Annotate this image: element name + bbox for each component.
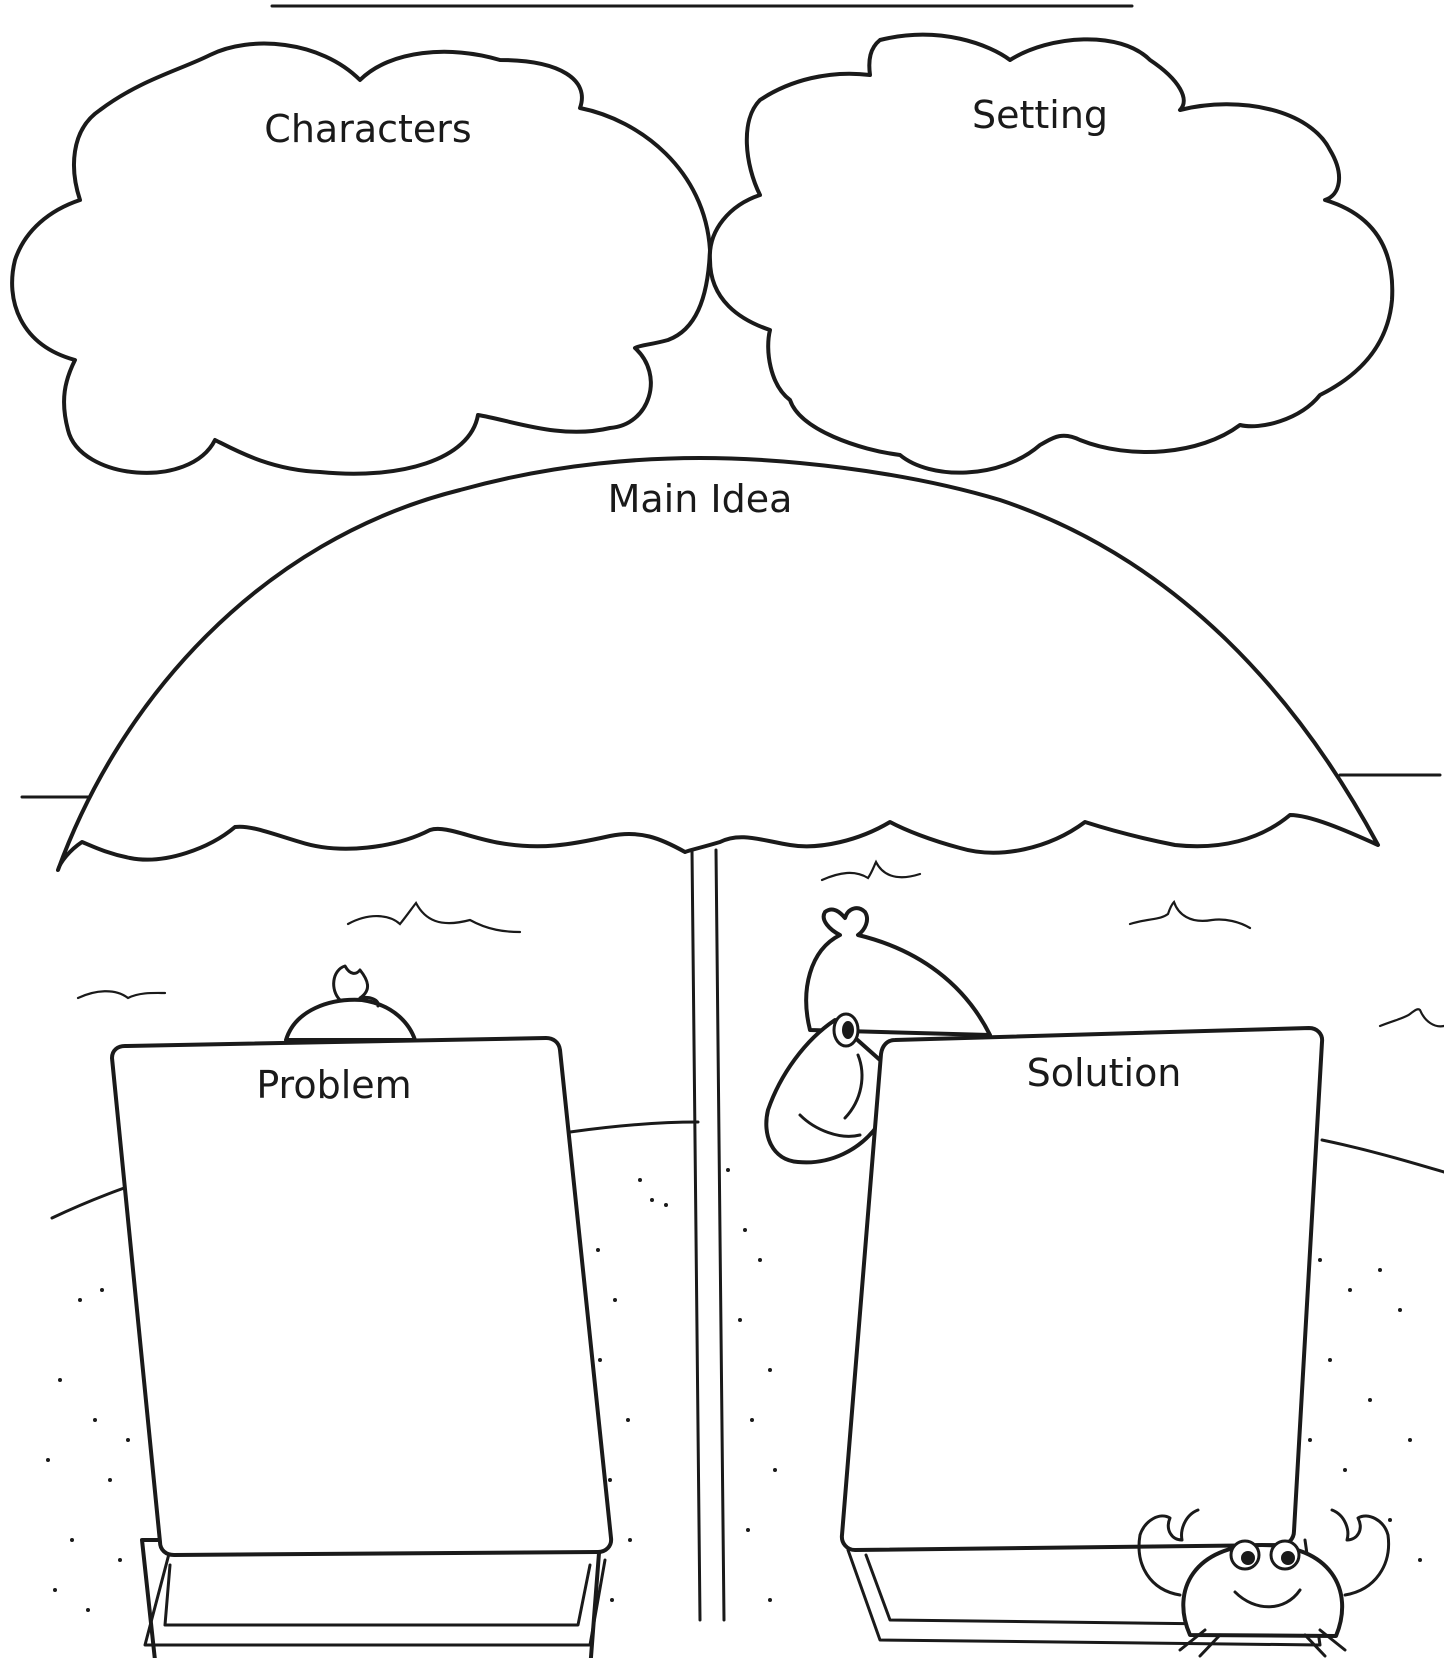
- problem-card: [110, 1036, 614, 1557]
- sand-dots: [46, 1168, 1422, 1612]
- main-idea-label: Main Idea: [608, 477, 793, 521]
- flamingo-head: [764, 906, 992, 1165]
- ocean-waves: [76, 859, 1444, 1028]
- problem-chair: [110, 1036, 614, 1663]
- characters-label: Characters: [264, 107, 471, 151]
- problem-label: Problem: [256, 1063, 411, 1107]
- characters-cloud: [10, 41, 712, 476]
- solution-card: [839, 1026, 1325, 1552]
- main-idea-umbrella: [56, 456, 1380, 872]
- umbrella-pole: [690, 848, 726, 1622]
- crab: [1137, 1508, 1391, 1658]
- shoreline-middle: [568, 1120, 700, 1134]
- solution-label: Solution: [1027, 1051, 1182, 1095]
- setting-label: Setting: [972, 93, 1108, 137]
- bird-peeking: [284, 964, 417, 1042]
- setting-cloud: [707, 32, 1395, 475]
- shoreline-right: [1320, 1138, 1444, 1174]
